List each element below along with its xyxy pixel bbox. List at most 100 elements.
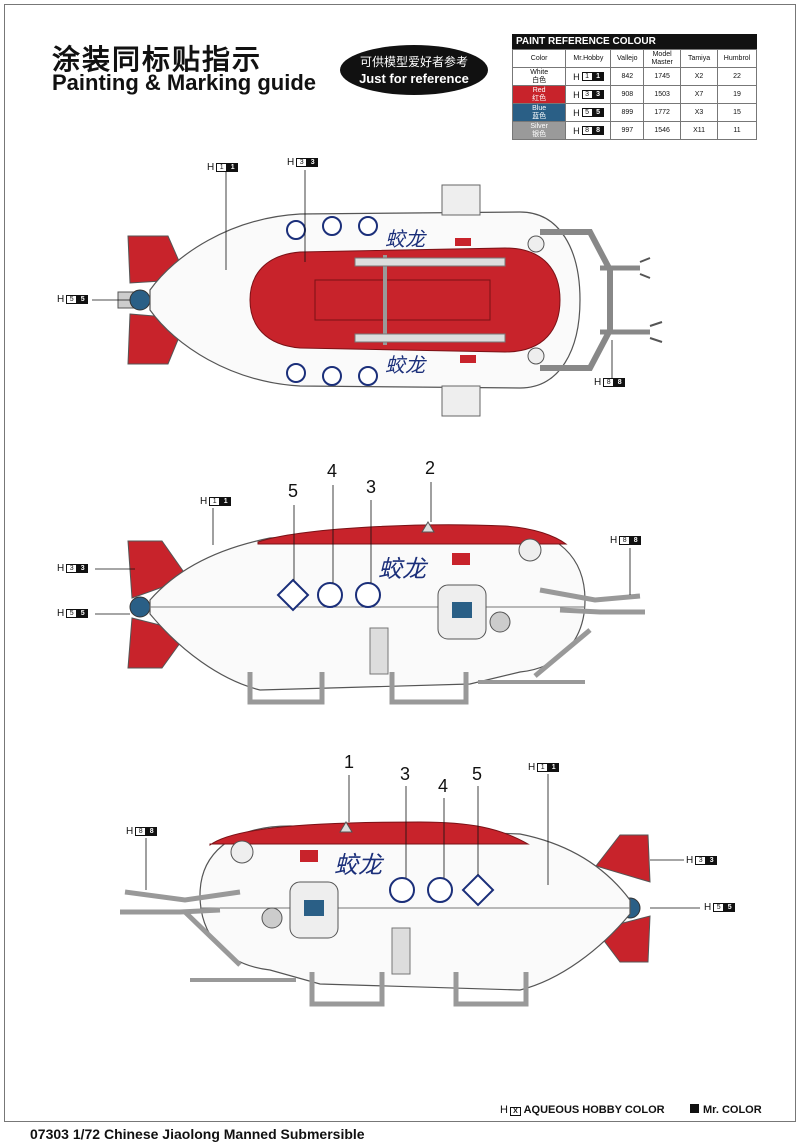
top-front-frame: [540, 229, 613, 371]
top-claw-lower: [649, 321, 663, 343]
top-flag-upper: [455, 238, 471, 246]
title-chinese: 涂装同标贴指示: [52, 43, 263, 76]
side2-skid-front: [309, 972, 385, 1007]
top-emblem-2: [322, 216, 342, 236]
top-hull-text-upper: 蛟龙: [385, 227, 427, 251]
side-view-2: 蛟龙: [120, 774, 700, 1007]
side1-hull-text: 蛟龙: [378, 555, 429, 583]
top-flag-lower: [460, 355, 476, 363]
decal-number: 5: [288, 481, 299, 501]
top-cage-lower: [441, 385, 481, 417]
top-emblem-5: [322, 366, 342, 386]
top-emblem-3: [358, 216, 378, 236]
decal-number: 1: [344, 752, 355, 772]
decal-number: 3: [366, 477, 377, 497]
top-red-deck: [249, 247, 561, 353]
side2-flag: [300, 850, 318, 862]
side1-decal-3: [355, 582, 381, 608]
black-square-icon: [690, 1104, 699, 1113]
legend-mr-color: Mr. COLOR: [690, 1104, 762, 1116]
top-propeller: [129, 289, 151, 311]
side2-decal-1: [339, 821, 353, 833]
side2-port: [261, 907, 283, 929]
side1-decal-5: [276, 578, 310, 612]
decal-number: 3: [400, 764, 411, 784]
decal-number: 5: [472, 764, 483, 784]
side-view-1: 蛟龙: [95, 482, 645, 705]
top-light-lower: [527, 347, 545, 365]
decal-number: 4: [327, 461, 338, 481]
paint-table-caption: PAINT REFERENCE COLOUR: [512, 34, 757, 49]
reference-badge: 可供模型爱好者参考 Just for reference: [340, 45, 488, 95]
top-rail-a: [354, 257, 506, 267]
side1-red-top: [257, 524, 568, 545]
side1-ladder: [369, 627, 389, 675]
side1-manipulator: [533, 587, 645, 678]
top-cage-upper: [441, 184, 481, 216]
paint-reference-table: PAINT REFERENCE COLOUR Color Mr.Hobby Va…: [511, 34, 757, 140]
top-rail-b: [354, 333, 506, 343]
decal-number: 2: [425, 458, 436, 478]
footer-title: 07303 1/72 Chinese Jiaolong Manned Subme…: [30, 1126, 365, 1142]
modelmaster-code: 1546: [643, 121, 682, 140]
side1-decal-2: [421, 521, 435, 533]
side1-skid-rear: [247, 672, 325, 705]
side2-manipulator: [120, 889, 242, 967]
page-frame: [4, 4, 796, 1122]
side1-decal-4: [317, 582, 343, 608]
top-emblem-1: [286, 220, 306, 240]
top-emblem-4: [286, 363, 306, 383]
top-deck-panel: [314, 279, 491, 321]
side2-red-top: [209, 821, 530, 846]
side2-fan: [230, 840, 254, 864]
top-light-upper: [527, 235, 545, 253]
side2-window: [304, 900, 324, 916]
reference-badge-cn: 可供模型爱好者参考: [359, 55, 468, 69]
humbrol-code: 11: [717, 121, 757, 140]
side2-decal-3: [389, 877, 415, 903]
side1-port: [489, 611, 511, 633]
side1-fan: [518, 538, 542, 562]
top-emblem-6: [358, 366, 378, 386]
side2-hull-text: 蛟龙: [334, 851, 385, 879]
side2-skid-rear: [453, 972, 529, 1007]
decal-number: 4: [438, 776, 449, 796]
side2-decal-4: [427, 877, 453, 903]
top-hull-text-lower: 蛟龙: [385, 353, 427, 377]
side2-fin-upper: [595, 834, 651, 883]
top-view: 蛟龙 蛟龙: [92, 170, 663, 417]
side1-flag: [452, 553, 470, 565]
side1-window: [452, 602, 472, 618]
reference-badge-en: Just for reference: [359, 71, 469, 86]
side1-skid-front: [389, 672, 469, 705]
title-english: Painting & Marking guide: [52, 70, 317, 95]
side2-decal-5: [461, 873, 495, 907]
top-claw-upper: [639, 257, 651, 279]
side1-propeller: [129, 596, 151, 618]
paint-table-header: Color Mr.Hobby Vallejo Model Master Tami…: [511, 49, 757, 68]
